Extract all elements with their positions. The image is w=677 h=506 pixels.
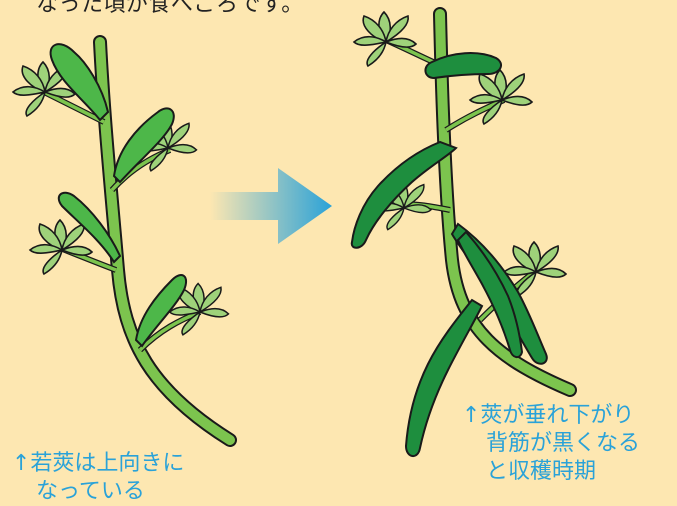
harvest-caption: ↑莢が垂れ下がり 背筋が黒くなる と収穫時期 [462,402,640,486]
young-plant [13,42,230,440]
young-pod-caption: ↑若莢は上向きに なっている [12,450,184,506]
harvest-caption-line-1: ↑莢が垂れ下がり [462,402,640,430]
harvest-caption-line-3: と収穫時期 [462,458,640,486]
harvest-caption-line-2: 背筋が黒くなる [462,430,640,458]
mature-plant [352,12,570,456]
young-pod-caption-line-1: ↑若莢は上向きに [12,450,184,478]
progress-arrow [210,168,332,244]
